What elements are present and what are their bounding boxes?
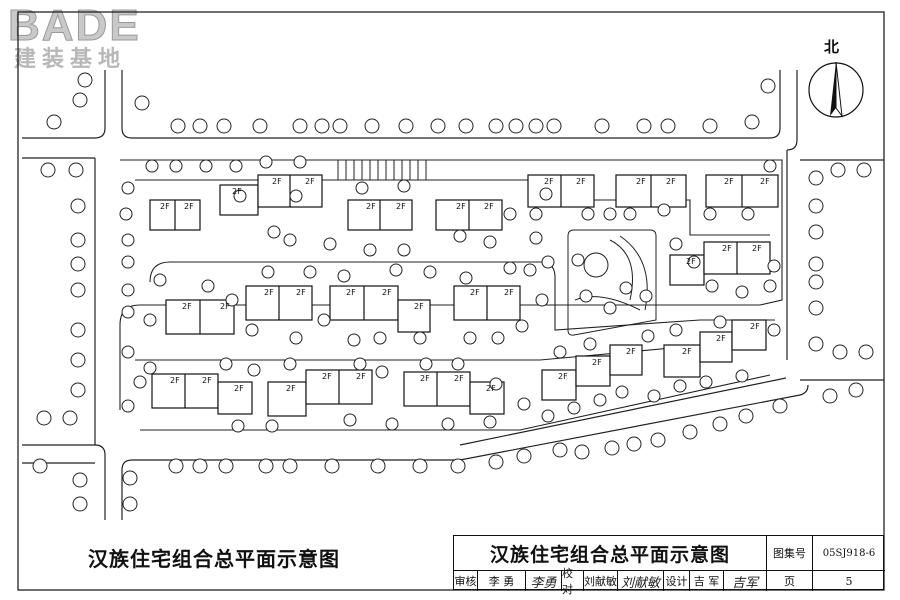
page-number: 5 xyxy=(845,574,853,588)
floor-label: 2F xyxy=(722,244,732,253)
floor-label: 2F xyxy=(716,334,726,343)
floor-label: 2F xyxy=(636,177,646,186)
design-label: 设计 xyxy=(664,571,690,591)
drawing-caption: 汉族住宅组合总平面示意图 xyxy=(88,547,340,571)
check-label: 校对 xyxy=(562,567,584,596)
floor-label: 2F xyxy=(170,376,180,385)
floor-label: 2F xyxy=(484,202,494,211)
trees xyxy=(32,72,874,512)
reviewer-name: 李 勇 xyxy=(478,571,526,591)
floor-label: 2F xyxy=(420,374,430,383)
floor-label: 2F xyxy=(296,288,306,297)
title-block-title: 汉族住宅组合总平面示意图 xyxy=(454,536,767,571)
north-label: 北 xyxy=(824,38,840,56)
floor-label: 2F xyxy=(592,358,602,367)
outer-roads xyxy=(22,70,884,520)
floor-label: 2F xyxy=(305,177,315,186)
floor-label: 2F xyxy=(396,202,406,211)
floor-label: 2F xyxy=(322,372,332,381)
floor-label: 2F xyxy=(750,322,760,331)
logo-subtitle: 建装基地 xyxy=(14,47,127,72)
floor-label: 2F xyxy=(504,288,514,297)
floor-label: 2F xyxy=(272,177,282,186)
floor-label: 2F xyxy=(544,177,554,186)
floor-label: 2F xyxy=(486,384,496,393)
floor-label: 2F xyxy=(264,288,274,297)
sheet-border xyxy=(17,11,885,591)
floor-label: 2F xyxy=(558,372,568,381)
watermark-logo: BADE 建装基地 xyxy=(8,1,158,72)
floor-label: 2F xyxy=(454,374,464,383)
floor-label: 2F xyxy=(414,302,424,311)
floor-label: 2F xyxy=(220,302,230,311)
reviewer-signature: 李勇 xyxy=(526,571,562,591)
checker-signature: 刘献敏 xyxy=(618,571,664,591)
atlas-number-label: 图集号 xyxy=(767,536,813,571)
page-label: 页 xyxy=(767,571,813,591)
atlas-number-value: 05SJ918-6 xyxy=(813,536,885,571)
checker-name: 刘献敏 xyxy=(584,571,618,591)
floor-label: 2F xyxy=(470,288,480,297)
floor-label: 2F xyxy=(202,376,212,385)
floor-label: 2F xyxy=(160,202,170,211)
review-label: 审核 xyxy=(454,571,478,591)
floor-label: 2F xyxy=(724,177,734,186)
floor-label: 2F xyxy=(682,347,692,356)
floor-label: 2F xyxy=(752,244,762,253)
central-garden xyxy=(567,229,657,336)
floor-label: 2F xyxy=(686,257,696,266)
entrance-gate xyxy=(337,160,427,180)
north-arrow-icon xyxy=(808,61,864,118)
designer-signature: 吉军 xyxy=(724,571,767,591)
logo-word: BADE xyxy=(8,1,141,50)
floor-label: 2F xyxy=(760,177,770,186)
floor-label: 2F xyxy=(182,302,192,311)
floor-label: 2F xyxy=(626,347,636,356)
floor-label: 2F xyxy=(356,372,366,381)
floor-label: 2F xyxy=(184,202,194,211)
floor-label: 2F xyxy=(232,187,242,196)
floor-label: 2F xyxy=(456,202,466,211)
floor-label: 2F xyxy=(666,177,676,186)
designer-name: 吉 军 xyxy=(690,571,724,591)
floor-label: 2F xyxy=(576,177,586,186)
floor-label: 2F xyxy=(286,384,296,393)
title-block: 汉族住宅组合总平面示意图 图集号 05SJ918-6 审核 李 勇 李勇 校对 … xyxy=(453,535,885,596)
floor-label: 2F xyxy=(382,288,392,297)
floor-label: 2F xyxy=(346,288,356,297)
floor-label: 2F xyxy=(234,384,244,393)
floor-label: 2F xyxy=(366,202,376,211)
buildings xyxy=(149,174,779,417)
